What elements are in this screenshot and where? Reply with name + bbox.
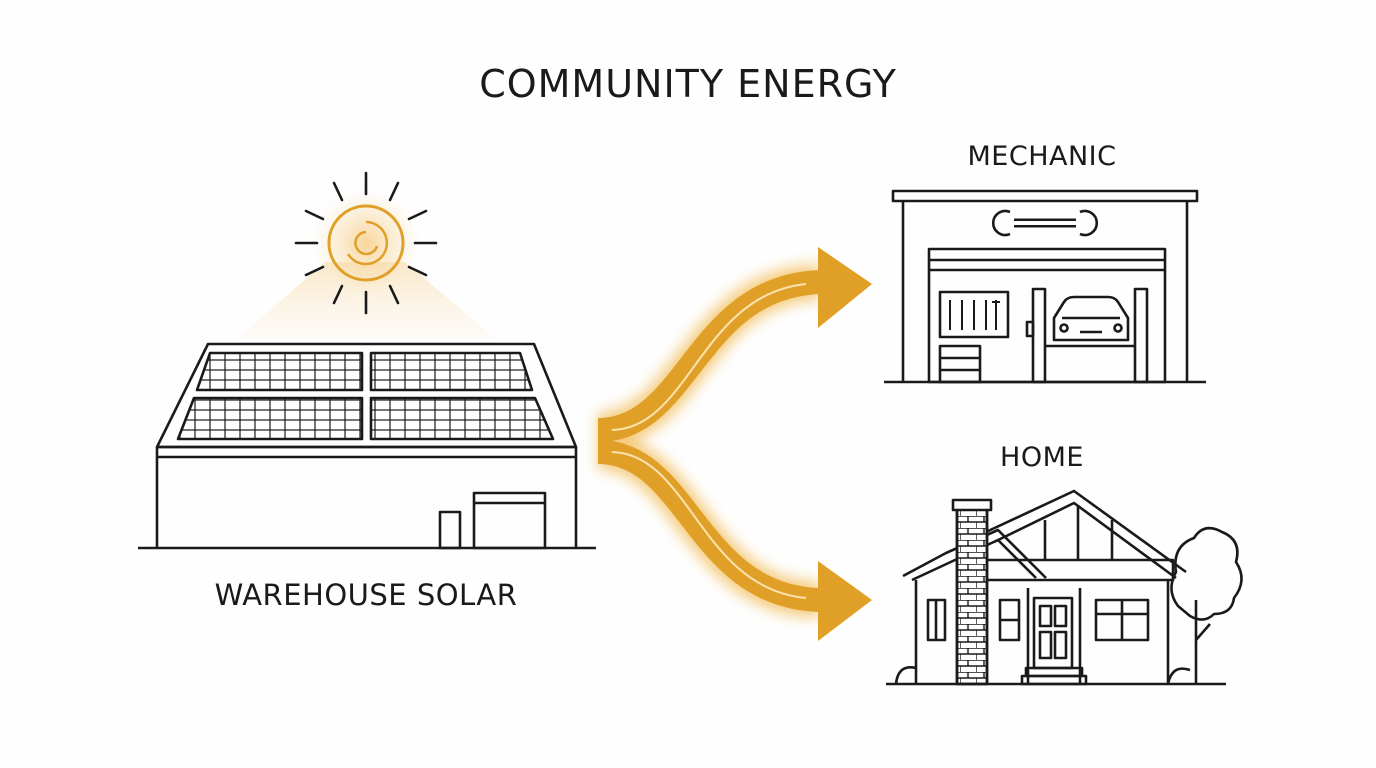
tree-icon	[1170, 526, 1243, 684]
mechanic-garage-icon	[884, 189, 1206, 384]
warehouse-solar-label: WAREHOUSE SOLAR	[214, 578, 518, 612]
car-icon	[1052, 295, 1130, 342]
home-label: HOME	[1000, 442, 1084, 473]
wrench-icon	[991, 209, 1099, 237]
sun-icon	[238, 171, 495, 338]
tools-icon	[949, 300, 1000, 330]
diagram-title: COMMUNITY ENERGY	[479, 62, 897, 106]
arrow-to-home	[597, 440, 872, 641]
arrow-to-mechanic	[597, 247, 872, 442]
house-icon	[886, 489, 1243, 686]
energy-flow-arrows	[596, 247, 872, 641]
warehouse-solar-icon	[138, 342, 596, 550]
mechanic-label: MECHANIC	[967, 141, 1117, 172]
